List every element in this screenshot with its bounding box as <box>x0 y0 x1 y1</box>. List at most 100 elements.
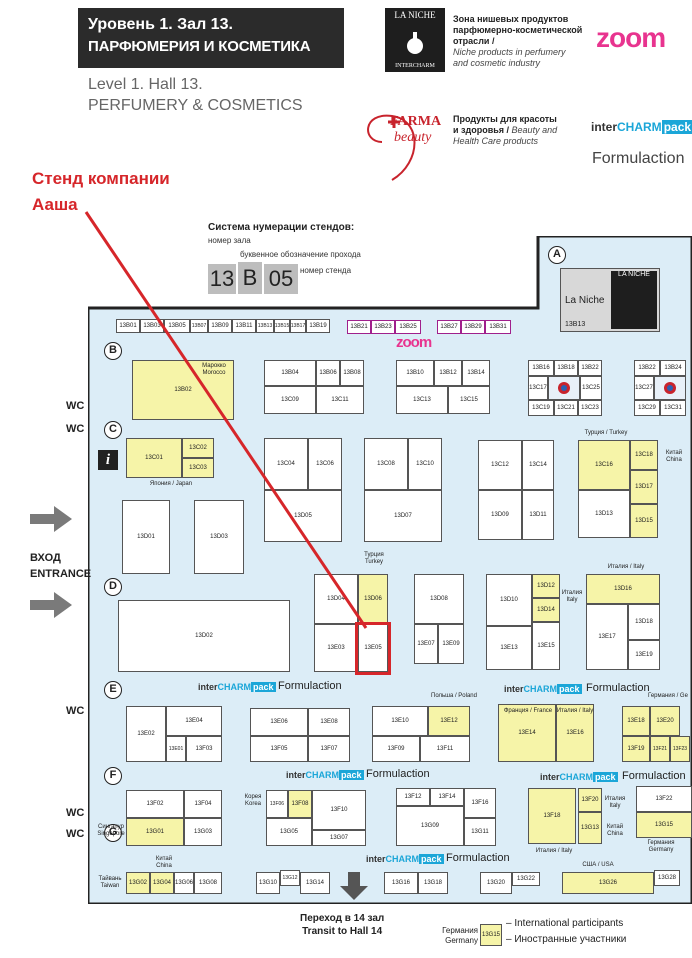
booth[interactable]: 13C21 <box>554 400 578 416</box>
booth[interactable]: 13B01 <box>116 319 140 333</box>
booth[interactable]: 13G07 <box>312 830 366 846</box>
booth-highlighted[interactable]: 13E05 <box>358 624 388 672</box>
booth[interactable]: 13C04 <box>264 438 308 490</box>
booth[interactable]: 13F08 <box>288 790 312 818</box>
booth[interactable]: 13B22 <box>578 360 602 376</box>
booth[interactable]: 13C01 <box>126 438 182 478</box>
booth[interactable]: 13B17 <box>290 319 306 333</box>
booth[interactable]: 13F19 <box>622 736 650 762</box>
booth[interactable]: 13F14 <box>430 788 464 806</box>
booth[interactable]: 13E07 <box>414 624 438 664</box>
booth[interactable]: 13F09 <box>372 736 420 762</box>
booth[interactable]: 13E15 <box>532 622 560 670</box>
booth[interactable]: 13G10 <box>256 872 280 894</box>
booth[interactable]: 13B10 <box>396 360 434 386</box>
booth[interactable]: 13G14 <box>300 872 330 894</box>
booth[interactable]: 13E13 <box>486 626 532 670</box>
booth[interactable]: 13G08 <box>194 872 222 894</box>
booth[interactable]: 13D15 <box>630 504 658 538</box>
booth[interactable]: 13E18 <box>622 706 650 736</box>
booth[interactable]: 13C18 <box>630 440 658 470</box>
booth[interactable]: 13G06 <box>174 872 194 894</box>
booth[interactable]: 13C25 <box>580 376 602 400</box>
la-niche-stand[interactable]: La Niche 13B13 LA NICHE <box>560 268 660 332</box>
booth[interactable]: 13D01 <box>122 500 170 574</box>
booth[interactable]: 13B18 <box>554 360 578 376</box>
booth[interactable]: 13E16 <box>556 704 594 762</box>
booth[interactable]: 13G15 <box>636 812 692 838</box>
booth[interactable]: 13D14 <box>532 598 560 622</box>
booth[interactable]: 13F03 <box>186 736 222 762</box>
booth[interactable]: 13F10 <box>312 790 366 830</box>
booth[interactable]: 13C27 <box>634 376 654 400</box>
booth[interactable]: 13G03 <box>184 818 222 846</box>
booth[interactable]: 13E01 <box>166 736 186 762</box>
booth[interactable]: 13F16 <box>464 788 496 818</box>
booth[interactable]: 13B04 <box>264 360 316 386</box>
booth[interactable]: 13D17 <box>630 470 658 504</box>
booth[interactable]: 13C19 <box>528 400 554 416</box>
booth[interactable]: 13E19 <box>628 640 660 670</box>
booth[interactable]: 13E09 <box>438 624 464 664</box>
booth[interactable]: 13D07 <box>364 490 442 542</box>
booth[interactable]: 13D18 <box>628 604 660 640</box>
booth[interactable]: 13B19 <box>306 319 330 333</box>
booth[interactable]: 13B11 <box>232 319 256 333</box>
booth[interactable]: 13G28 <box>654 870 680 886</box>
booth[interactable]: 13E20 <box>650 706 680 736</box>
booth[interactable]: 13D10 <box>486 574 532 626</box>
booth[interactable]: 13E10 <box>372 706 428 736</box>
booth[interactable]: 13F22 <box>636 786 692 812</box>
booth[interactable]: 13E17 <box>586 604 628 670</box>
booth[interactable]: 13B31 <box>485 320 511 334</box>
booth[interactable]: 13D08 <box>414 574 464 624</box>
booth[interactable]: 13G02 <box>126 872 150 894</box>
booth[interactable]: 13B02 <box>132 360 234 420</box>
booth[interactable]: 13C31 <box>660 400 686 416</box>
booth[interactable]: 13D11 <box>522 490 554 540</box>
booth[interactable]: 13C06 <box>308 438 342 490</box>
booth[interactable]: 13G13 <box>578 812 602 844</box>
booth[interactable]: 13C23 <box>578 400 602 416</box>
booth[interactable]: 13C10 <box>408 438 442 490</box>
booth[interactable]: 13G01 <box>126 818 184 846</box>
booth[interactable]: 13B13 <box>256 319 274 333</box>
booth[interactable]: 13E03 <box>314 624 358 672</box>
booth[interactable]: 13B12 <box>434 360 462 386</box>
booth[interactable]: 13F11 <box>420 736 470 762</box>
booth[interactable]: 13B14 <box>462 360 490 386</box>
booth[interactable]: 13B07 <box>190 319 208 333</box>
booth[interactable]: 13B29 <box>461 320 485 334</box>
booth[interactable]: 13E14 <box>498 704 556 762</box>
booth[interactable]: 13F20 <box>578 788 602 812</box>
booth[interactable]: 13F02 <box>126 790 184 818</box>
booth[interactable]: 13G18 <box>418 872 448 894</box>
booth[interactable]: 13F12 <box>396 788 430 806</box>
booth[interactable]: 13D16 <box>586 574 660 604</box>
booth[interactable]: 13C09 <box>264 386 316 414</box>
booth[interactable]: 13D09 <box>478 490 522 540</box>
booth[interactable]: 13F21 <box>650 736 670 762</box>
booth[interactable]: 13E04 <box>166 706 222 736</box>
booth[interactable]: 13B16 <box>528 360 554 376</box>
booth[interactable]: 13C03 <box>182 458 214 478</box>
booth[interactable]: 13D02 <box>118 600 290 672</box>
booth[interactable]: 13C14 <box>522 440 554 490</box>
booth[interactable]: 13B15 <box>274 319 290 333</box>
booth[interactable]: 13G11 <box>464 818 496 846</box>
booth[interactable]: 13G12 <box>280 870 300 886</box>
booth[interactable]: 13F04 <box>184 790 222 818</box>
booth[interactable]: 13C13 <box>396 386 448 414</box>
booth[interactable]: 13E08 <box>308 708 350 736</box>
booth[interactable]: 13C08 <box>364 438 408 490</box>
booth[interactable]: 13F06 <box>266 790 288 818</box>
booth[interactable]: 13C29 <box>634 400 660 416</box>
booth[interactable]: 13B21 <box>347 320 371 334</box>
booth[interactable]: 13B24 <box>660 360 686 376</box>
booth[interactable]: 13B22 <box>634 360 660 376</box>
booth[interactable]: 13C16 <box>578 440 630 490</box>
booth[interactable]: 13B08 <box>340 360 364 386</box>
booth[interactable]: 13E12 <box>428 706 470 736</box>
booth[interactable]: 13F05 <box>250 736 308 762</box>
booth[interactable]: 13G26 <box>562 872 654 894</box>
